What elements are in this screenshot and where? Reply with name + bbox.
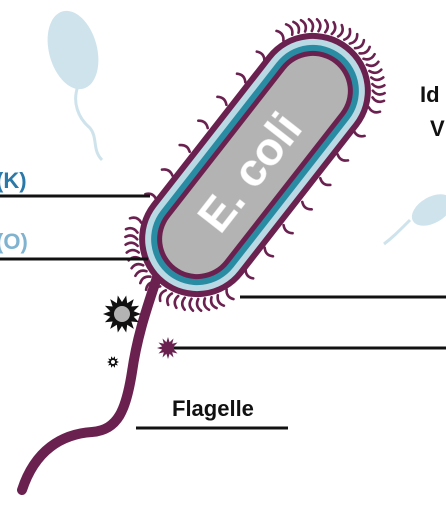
fimbria-hair [301, 20, 306, 31]
fimbria-hair [211, 297, 217, 308]
fimbria-hair [317, 19, 320, 31]
fimbria-hair [140, 277, 150, 284]
fimbria-hair [367, 62, 379, 66]
fimbria-hair [309, 19, 313, 31]
receptor-large-icon [103, 296, 141, 333]
fimbria-hair [126, 228, 138, 232]
flagella-label: Flagelle [172, 396, 254, 421]
fimbria-hair [204, 299, 209, 310]
fimbria-hair [237, 74, 245, 83]
top-right-label-line1: Id [420, 82, 440, 107]
fimbria-hair [325, 20, 328, 32]
receptor-tiny-icon [107, 356, 119, 367]
fimbria-hair [180, 145, 190, 152]
fimbria-hair [369, 70, 381, 73]
fimbria-hair [372, 84, 384, 87]
fimbria-hair [190, 299, 193, 311]
fimbria-hair [364, 54, 375, 59]
fimbria-hair [332, 22, 335, 34]
fimbria-hair [338, 25, 343, 36]
fimbria-hair [373, 97, 385, 101]
ghost-bacterium-right [384, 188, 446, 244]
fimbria-hair [371, 77, 383, 80]
fimbria-hair [373, 91, 385, 95]
fimbria-hair [369, 107, 380, 112]
fimbria-hair [320, 178, 330, 185]
fimbria-hair [217, 97, 226, 105]
fimbria-hair [227, 289, 234, 299]
fimbria-hair [175, 296, 178, 308]
fimbria-hair [277, 31, 284, 41]
fimbria-hair [130, 218, 141, 223]
fimbria-hair [302, 202, 311, 209]
fimbria-hair [338, 154, 348, 160]
fimbria-hair [257, 52, 265, 61]
fimbria-hair [132, 264, 144, 268]
fimbria-hair [125, 236, 137, 240]
ghost-bacterium-top [39, 5, 106, 160]
fimbria-hair [197, 299, 201, 311]
fimbria-hair [182, 298, 185, 310]
fimbria-hair [160, 290, 166, 301]
somatic-antigen-label: (O) [0, 229, 28, 254]
flagellum [22, 268, 160, 490]
fimbria-hair [293, 22, 299, 33]
fimbria-hair [126, 243, 138, 246]
capsule-antigen-label: (K) [0, 168, 27, 193]
fimbria-hair [127, 250, 139, 253]
fimbria-hair [218, 295, 224, 305]
fimbria-hair [246, 269, 254, 278]
fimbria-hair [350, 34, 357, 43]
fimbria-hair [162, 169, 172, 175]
fimbria-hair [360, 47, 370, 54]
top-right-label-line2: V [430, 116, 445, 141]
fimbria-hair [135, 271, 146, 276]
fimbria-hair [284, 225, 293, 233]
fimbria-hair [167, 294, 172, 305]
fimbria-hair [286, 24, 292, 34]
fimbria-hair [265, 248, 273, 257]
fimbria-hair [198, 121, 207, 128]
fimbria-hair [344, 29, 350, 40]
fimbria-hair [354, 131, 365, 137]
